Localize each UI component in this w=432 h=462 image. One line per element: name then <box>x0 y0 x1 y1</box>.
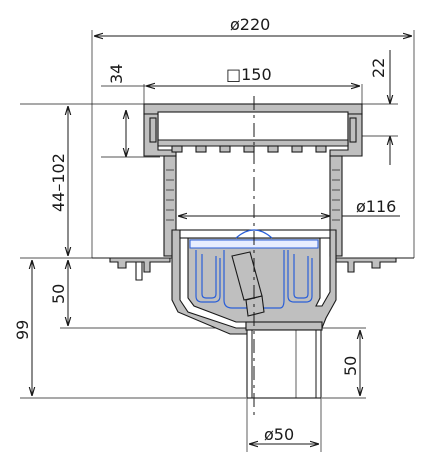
label-frame-square: □150 <box>226 65 272 84</box>
label-collar-height: 22 <box>369 58 388 78</box>
label-adjustable-height: 44–102 <box>49 153 68 212</box>
floor-flange <box>92 257 414 281</box>
dimension-labels: ø220 □150 34 22 44–102 ø116 50 99 50 ø50 <box>13 15 396 444</box>
label-body-diameter: ø116 <box>356 197 396 216</box>
label-frame-height: 34 <box>107 64 126 84</box>
extension-lines <box>20 30 415 452</box>
label-outlet-length: 50 <box>341 356 360 376</box>
label-total-lower-height: 99 <box>13 320 32 340</box>
label-outlet-diameter: ø50 <box>264 425 294 444</box>
top-frame <box>143 103 363 157</box>
label-flange-to-outlet: 50 <box>49 284 68 304</box>
label-top-diameter: ø220 <box>230 15 270 34</box>
outlet-pipe <box>245 321 323 399</box>
